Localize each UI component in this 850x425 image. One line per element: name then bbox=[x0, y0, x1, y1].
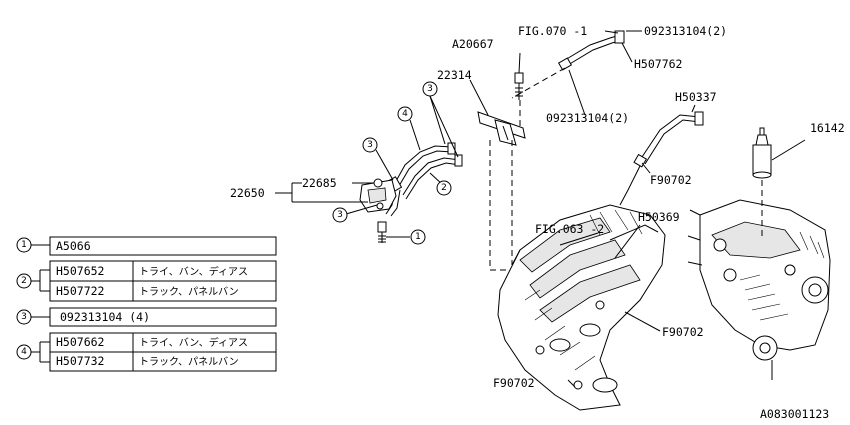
callout-leaders bbox=[275, 30, 806, 388]
legend-row-4-note-b: トラック、パネルバン bbox=[139, 356, 239, 368]
label-092313104-mid: 092313104(2) bbox=[546, 111, 629, 125]
ref-2-mark bbox=[436, 180, 452, 196]
legend-row-3-box bbox=[49, 307, 277, 327]
label-22314: 22314 bbox=[437, 68, 472, 82]
part-16142 bbox=[752, 127, 772, 240]
label-f90702-upper: F90702 bbox=[650, 173, 692, 187]
legend-ref-2-number: 2 bbox=[21, 276, 27, 286]
label-h50337: H50337 bbox=[675, 90, 717, 104]
callout-labels: FIG.070 -1 092313104(2) H507762 A20667 2… bbox=[230, 24, 845, 421]
ref-3-mark-low bbox=[332, 207, 348, 223]
ref-3-mark-mid bbox=[362, 137, 378, 153]
fitting-22685 bbox=[373, 178, 383, 188]
ref-1-number: 1 bbox=[415, 232, 421, 242]
legend-row-1-part: A5066 bbox=[56, 239, 91, 253]
ref-3-number-low: 3 bbox=[337, 210, 343, 220]
bolt-a20667 bbox=[514, 72, 524, 84]
legend-ref-1-number: 1 bbox=[21, 240, 27, 250]
label-22685: 22685 bbox=[302, 176, 337, 190]
ref-2-number: 2 bbox=[441, 183, 447, 193]
label-h507762: H507762 bbox=[634, 57, 682, 71]
label-22650: 22650 bbox=[230, 186, 265, 200]
heater-pipe-assembly bbox=[359, 30, 625, 271]
ref-1-mark bbox=[410, 229, 426, 245]
label-f90702-right: F90702 bbox=[662, 325, 704, 339]
parts-legend-table: 1 A5066 2 H507652 トライ、バン、ディアス H507722 トラ… bbox=[16, 236, 277, 372]
legend-row-2-part-b: H507722 bbox=[56, 284, 104, 298]
engine-block bbox=[687, 199, 831, 380]
label-f90702-bottom: F90702 bbox=[493, 376, 535, 390]
legend-row-2-part-a: H507652 bbox=[56, 264, 104, 278]
ref-3-number-top: 3 bbox=[427, 84, 433, 94]
ref-4-number: 4 bbox=[402, 109, 408, 119]
label-h50369: H50369 bbox=[638, 210, 680, 224]
legend-row-2-note-a: トライ、バン、ディアス bbox=[139, 265, 248, 278]
label-092313104-top: 092313104(2) bbox=[644, 24, 727, 38]
legend-row-3-part: 092313104 (4) bbox=[60, 310, 150, 324]
ref-3-mark-top bbox=[422, 81, 438, 97]
legend-row-4-part-b: H507732 bbox=[56, 354, 104, 368]
legend-row-4-part-a: H507662 bbox=[56, 335, 104, 349]
legend-ref-4-number: 4 bbox=[21, 347, 27, 357]
ref-3-number-mid: 3 bbox=[367, 140, 373, 150]
hose-h50337-assembly bbox=[619, 111, 704, 206]
label-fig-070: FIG.070 -1 bbox=[518, 24, 587, 38]
legend-ref-3-number: 3 bbox=[21, 312, 27, 322]
ref-4-mark bbox=[397, 106, 413, 122]
legend-row-4-note-a: トライ、バン、ディアス bbox=[139, 336, 248, 349]
diagram-id: A083001123 bbox=[760, 407, 829, 421]
legend-row-1-box bbox=[49, 236, 277, 256]
legend-row-2-note-b: トラック、パネルバン bbox=[139, 286, 239, 298]
intake-manifold bbox=[497, 204, 666, 411]
label-fig-063: FIG.063 -2 bbox=[535, 222, 604, 236]
label-16142: 16142 bbox=[810, 121, 845, 135]
diagram-ref-marks: 3 4 3 2 3 1 bbox=[332, 81, 452, 245]
label-a20667: A20667 bbox=[452, 37, 494, 51]
